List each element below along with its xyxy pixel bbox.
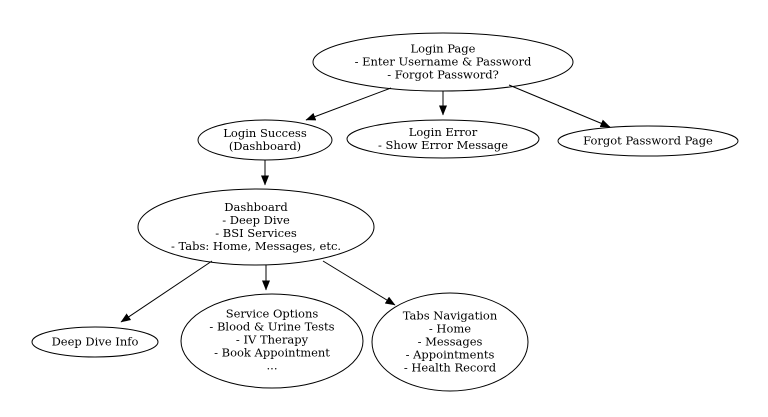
node-login-error: Login Error - Show Error Message — [378, 126, 508, 152]
node-service-options-detail-3: - Book Appointment — [214, 345, 330, 360]
node-login-page-detail-2: - Forgot Password? — [387, 67, 499, 82]
node-login-error-detail-1: - Show Error Message — [377, 138, 509, 152]
edge-arrow-login-page-to-forgot-password-page — [508, 84, 611, 128]
edge-arrow-dashboard-to-tabs-navigation — [322, 260, 396, 306]
node-dashboard-detail-1: - Deep Dive — [222, 213, 290, 227]
node-ellipse-tabs-navigation — [371, 292, 529, 392]
node-ellipse-login-error — [346, 119, 540, 159]
node-ellipse-forgot-password-page — [557, 125, 739, 157]
node-service-options: Service Options - Blood & Urine Tests - … — [209, 306, 335, 373]
node-deep-dive-info-title: Deep Dive Info — [51, 334, 139, 349]
node-tabs-navigation: Tabs Navigation - Home - Messages - Appo… — [402, 308, 498, 375]
node-dashboard-title: Dashboard — [224, 200, 288, 214]
node-login-page-title: Login Page — [410, 41, 476, 56]
node-login-page-detail-1: - Enter Username & Password — [354, 54, 532, 69]
node-login-success-title: Login Success — [223, 126, 307, 140]
node-ellipse-deep-dive-info — [31, 326, 159, 358]
node-service-options-detail-4: ... — [266, 358, 278, 373]
edge-arrow-login-page-to-login-success — [305, 87, 392, 121]
node-tabs-navigation-title: Tabs Navigation — [402, 308, 498, 323]
node-tabs-navigation-detail-2: - Messages — [417, 334, 483, 349]
node-service-options-title: Service Options — [225, 306, 319, 321]
node-login-page: Login Page - Enter Username & Password -… — [354, 41, 532, 82]
node-dashboard: Dashboard - Deep Dive - BSI Services - T… — [171, 201, 341, 253]
node-dashboard-detail-3: - Tabs: Home, Messages, etc. — [170, 239, 342, 253]
edge-arrow-dashboard-to-deep-dive-info — [120, 260, 213, 323]
node-service-options-detail-2: - IV Therapy — [235, 332, 309, 347]
node-tabs-navigation-detail-1: - Home — [428, 321, 472, 336]
node-login-success: Login Success (Dashboard) — [223, 127, 306, 153]
node-forgot-password-page-title: Forgot Password Page — [583, 133, 713, 148]
node-login-success-detail-1: (Dashboard) — [228, 139, 302, 153]
node-ellipse-dashboard — [137, 188, 375, 266]
node-service-options-detail-1: - Blood & Urine Tests — [209, 319, 335, 334]
node-login-error-title: Login Error — [408, 125, 478, 139]
node-ellipse-service-options — [180, 293, 364, 389]
node-deep-dive-info: Deep Dive Info — [51, 334, 139, 349]
node-tabs-navigation-detail-4: - Health Record — [403, 360, 497, 375]
node-forgot-password-page: Forgot Password Page — [583, 133, 713, 148]
node-tabs-navigation-detail-3: - Appointments — [405, 347, 495, 362]
node-dashboard-detail-2: - BSI Services — [215, 226, 297, 240]
